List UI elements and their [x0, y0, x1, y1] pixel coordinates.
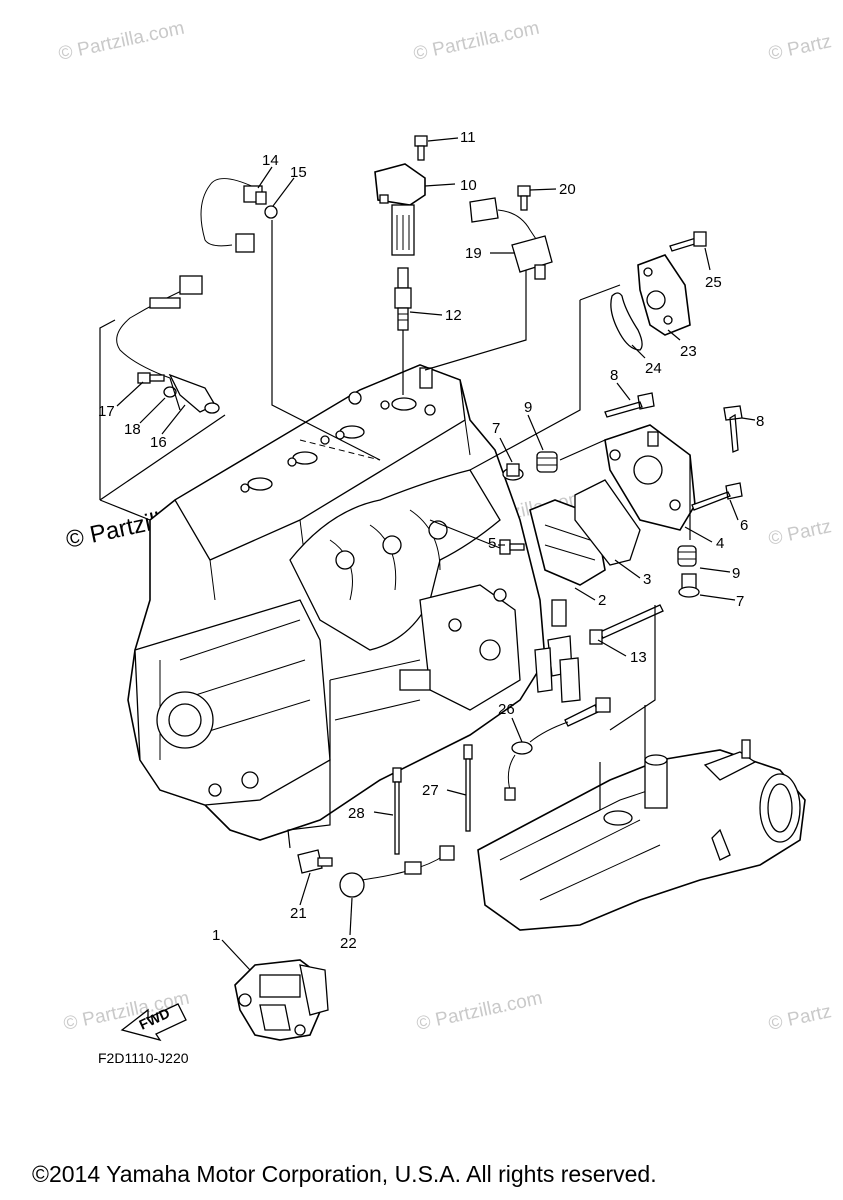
part-28-cable-tie — [392, 767, 402, 855]
watermark: © Partzilla.com — [412, 18, 542, 65]
part-12-spark-plug — [394, 267, 412, 331]
callout-14: 14 — [262, 152, 279, 169]
callouts: 1 2 3 4 5 6 7 7 8 8 9 9 10 11 12 13 14 1… — [98, 129, 764, 952]
part-15-washer — [264, 205, 278, 219]
callout-21: 21 — [290, 905, 307, 922]
part-7-collar — [502, 463, 524, 481]
callout-2: 2 — [598, 592, 606, 609]
callout-22: 22 — [340, 935, 357, 952]
callout-1: 1 — [212, 927, 220, 944]
figure-code: F2D1110-J220 — [98, 1050, 189, 1066]
callout-23: 23 — [680, 343, 697, 360]
part-10-ignition-coil — [374, 163, 426, 256]
assembly-lines — [99, 220, 691, 849]
part-23-housing — [637, 254, 691, 336]
callout-9: 9 — [524, 399, 532, 416]
part-1-bracket — [234, 959, 329, 1041]
callout-24: 24 — [645, 360, 662, 377]
callout-27: 27 — [422, 782, 439, 799]
callout-8: 8 — [756, 413, 764, 430]
part-24-seal — [610, 292, 643, 351]
callout-8: 8 — [610, 367, 618, 384]
callout-16: 16 — [150, 434, 167, 451]
part-25-bolt — [669, 231, 707, 252]
part-8-bolt — [723, 405, 743, 453]
callout-28: 28 — [348, 805, 365, 822]
callout-20: 20 — [559, 181, 576, 198]
part-8-bolt — [604, 392, 655, 418]
part-26-sensor — [504, 697, 611, 801]
callout-11: 11 — [460, 129, 476, 146]
part-22-knock-sensor — [339, 845, 455, 898]
watermark: © Partz — [767, 516, 834, 550]
engine-block — [127, 364, 546, 841]
part-11-bolt — [414, 135, 428, 161]
callout-12: 12 — [445, 307, 462, 324]
callout-7: 7 — [492, 420, 500, 437]
intake-pipe — [477, 739, 806, 931]
callout-5: 5 — [488, 535, 496, 552]
callout-leaders — [116, 137, 756, 971]
callout-4: 4 — [716, 535, 724, 552]
part-9-grommet — [536, 451, 558, 473]
callout-10: 10 — [460, 177, 477, 194]
part-9-grommet — [677, 545, 697, 567]
part-14-sensor — [200, 178, 267, 253]
part-27-cable-tie — [463, 744, 473, 832]
part-21-sensor — [297, 849, 333, 874]
callout-6: 6 — [740, 517, 748, 534]
part-4-throttle-body — [604, 424, 696, 531]
watermark: © Partz — [767, 1001, 834, 1035]
part-7-collar — [678, 573, 700, 598]
part-17-bolt — [137, 372, 165, 384]
callout-17: 17 — [98, 403, 115, 420]
callout-7: 7 — [736, 593, 744, 610]
callout-3: 3 — [643, 571, 651, 588]
part-6-bolt — [691, 482, 743, 511]
callout-9: 9 — [732, 565, 740, 582]
callout-25: 25 — [705, 274, 722, 291]
callout-13: 13 — [630, 649, 647, 666]
part-3-gasket — [574, 479, 641, 566]
copyright: ©2014 Yamaha Motor Corporation, U.S.A. A… — [32, 1161, 657, 1187]
part-20-bolt — [517, 185, 531, 211]
part-13-sensor — [589, 604, 664, 645]
watermark: © Partz — [767, 31, 834, 65]
callout-19: 19 — [465, 245, 482, 262]
callout-26: 26 — [498, 701, 515, 718]
callout-18: 18 — [124, 421, 141, 438]
fwd-arrow: FWD — [120, 1003, 187, 1042]
watermark: © Partzilla.com — [415, 988, 545, 1035]
part-5-bolt — [499, 539, 525, 555]
watermark: © Partzilla.com — [57, 18, 187, 65]
part-16-sensor — [116, 275, 220, 414]
callout-15: 15 — [290, 164, 307, 181]
part-19-sensor — [469, 197, 553, 280]
